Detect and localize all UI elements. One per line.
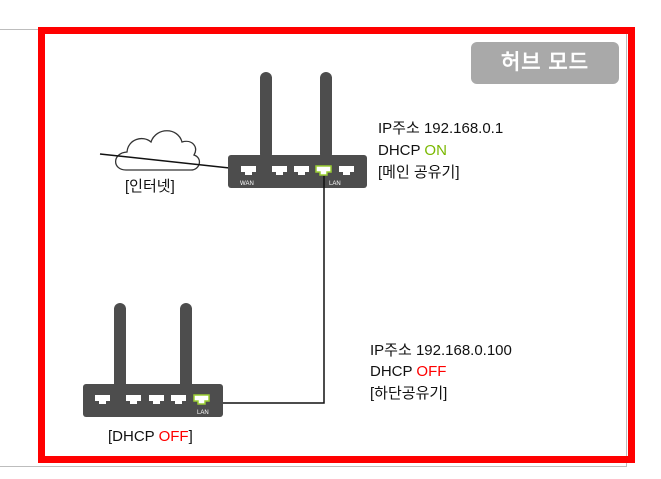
- sub-router-caption-prefix: [DHCP: [108, 428, 159, 445]
- hub-mode-frame: [38, 27, 635, 463]
- sub-router-ip: IP주소 192.168.0.100: [370, 342, 512, 359]
- sub-router-dhcp-prefix: DHCP: [370, 363, 417, 380]
- sub-router-caption-state: OFF: [158, 428, 189, 445]
- main-router-dhcp-state: ON: [424, 142, 447, 159]
- main-router-lan-port-2: [294, 166, 309, 175]
- main-router-dhcp-prefix: DHCP: [378, 142, 425, 159]
- main-router: WAN LAN: [228, 72, 367, 188]
- main-router-lan-port-3: [315, 165, 332, 176]
- main-router-lan-label: LAN: [329, 181, 341, 187]
- sub-router-port-2: [126, 395, 141, 404]
- sub-router-dhcp: DHCP OFF: [370, 362, 446, 382]
- main-router-role: [메인 공유기]: [378, 164, 460, 181]
- sub-router-antenna-right: [180, 303, 192, 391]
- sub-router-antenna-left: [114, 303, 126, 391]
- main-router-antenna-right: [320, 72, 332, 160]
- sub-router-caption: [DHCP OFF]: [108, 427, 193, 447]
- main-router-ip: IP주소 192.168.0.1: [378, 120, 504, 137]
- sub-router-port-3: [149, 395, 164, 404]
- main-router-lan-port-1: [272, 166, 287, 175]
- main-router-lan-port-4: [339, 166, 354, 175]
- internet-label: [인터넷]: [125, 178, 175, 195]
- main-router-wan-label: WAN: [240, 181, 254, 187]
- main-router-wan-port: [241, 166, 256, 175]
- sub-router-role: [하단공유기]: [370, 385, 448, 402]
- cloud-icon: [114, 130, 201, 171]
- sub-router-port-1: [95, 395, 110, 404]
- sub-router-port-4: [171, 395, 186, 404]
- lan-link: [214, 176, 325, 404]
- sub-router-lan-port: [193, 394, 210, 405]
- main-router-antenna-left: [260, 72, 272, 160]
- sub-router-caption-suffix: ]: [188, 428, 193, 445]
- main-router-dhcp: DHCP ON: [378, 141, 447, 161]
- hub-mode-badge: 허브 모드: [471, 42, 619, 84]
- sub-router-lan-label: LAN: [197, 410, 209, 416]
- internet-link: [99, 153, 249, 171]
- sub-router: LAN: [83, 303, 223, 417]
- sub-router-dhcp-state: OFF: [416, 363, 447, 380]
